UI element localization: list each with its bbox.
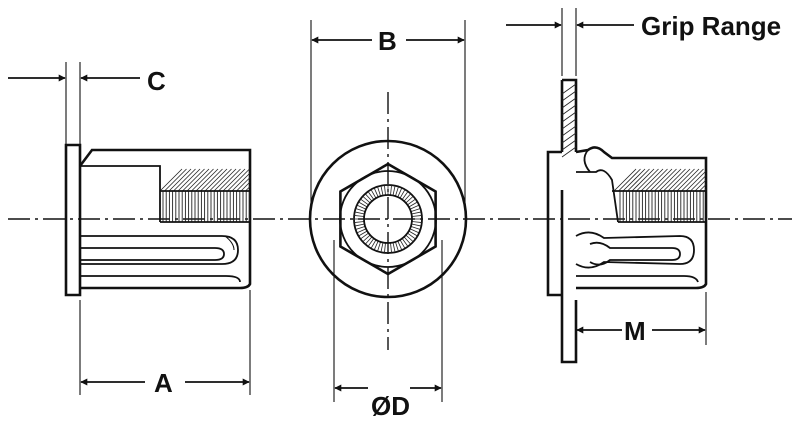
dimension-c: C: [8, 62, 166, 145]
installed-thread-hatch: [613, 168, 707, 192]
dimension-d: ØD: [333, 240, 443, 421]
thread-serrations: [162, 191, 250, 222]
label-grip-range: Grip Range: [641, 11, 781, 41]
label-m: M: [624, 316, 646, 346]
workpiece-plate: [560, 78, 578, 364]
dimension-b: B: [310, 20, 466, 205]
body-circle: [339, 170, 437, 268]
installed-flange: [546, 150, 562, 297]
dimension-a: A: [79, 290, 251, 398]
label-b: B: [378, 26, 397, 56]
thread-ring-serrations: [354, 185, 422, 253]
installed-thread-serrations: [619, 191, 704, 222]
label-d: ØD: [371, 391, 410, 421]
flange-circle: [308, 139, 468, 299]
flange-outline: [64, 143, 82, 297]
body-outline: [78, 148, 252, 290]
hex-outline: [339, 162, 437, 276]
side-view-uninstalled: [64, 143, 252, 297]
label-c: C: [147, 66, 166, 96]
thread-diagonal-hatch: [159, 168, 251, 192]
label-a: A: [154, 368, 173, 398]
side-view-installed: [546, 78, 708, 364]
bore-circle: [363, 194, 413, 244]
installed-body: [575, 146, 708, 290]
workpiece-hatch: [561, 83, 577, 158]
end-view: [308, 139, 468, 299]
dimension-m: M: [576, 292, 707, 346]
dimension-grip-range: Grip Range: [506, 8, 781, 76]
